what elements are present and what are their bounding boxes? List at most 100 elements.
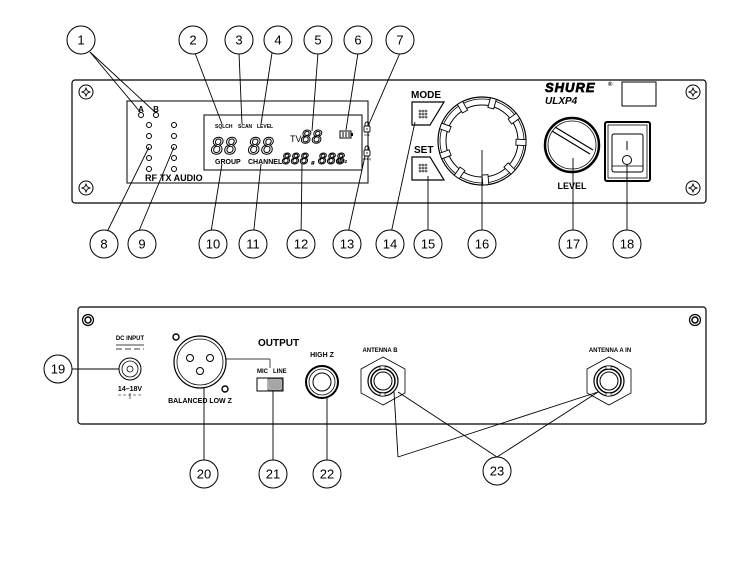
leader-line	[496, 391, 599, 458]
callout-3: 3	[224, 25, 254, 55]
antenna-a-label: A	[138, 105, 144, 114]
svg-text:21: 21	[266, 467, 280, 482]
svg-text:13: 13	[340, 237, 354, 252]
high-z-jack[interactable]	[305, 365, 339, 399]
callout-12: 12	[286, 229, 316, 259]
svg-text:10: 10	[206, 237, 220, 252]
screw-icon	[78, 180, 94, 196]
lcd-window	[203, 114, 363, 171]
callout-1: 1	[66, 25, 96, 55]
svg-text:16: 16	[475, 237, 489, 252]
rf-meter	[146, 122, 152, 172]
callout-23: 23	[482, 456, 512, 486]
svg-text:3: 3	[235, 33, 242, 48]
antenna-a-label: ANTENNA A IN	[589, 348, 631, 354]
callout-10: 10	[198, 229, 228, 259]
callout-13: 13	[332, 229, 362, 259]
svg-text:15: 15	[421, 237, 435, 252]
group-label: GROUP	[215, 159, 241, 166]
level-label: LEVEL	[557, 181, 587, 191]
svg-text:5: 5	[314, 33, 321, 48]
callout-2: 2	[178, 25, 208, 55]
svg-text:6: 6	[354, 33, 361, 48]
callout-18: 18	[612, 229, 642, 259]
antenna-b-led	[153, 112, 159, 118]
tv-label: TV	[290, 134, 302, 144]
svg-text:7: 7	[396, 33, 403, 48]
svg-text:9: 9	[138, 237, 145, 252]
callout-9: 9	[127, 229, 157, 259]
callout-14: 14	[375, 229, 405, 259]
mic-label: MIC	[257, 369, 269, 375]
screw-icon	[685, 84, 701, 100]
screw-icon	[688, 313, 702, 327]
rf-label: RF	[145, 173, 157, 183]
callout-4: 4	[263, 25, 293, 55]
screw-icon	[81, 313, 95, 327]
antenna-a-led	[138, 112, 144, 118]
mode-button[interactable]	[411, 101, 446, 126]
antenna-b-label: B	[153, 105, 159, 114]
latch-icon	[172, 333, 180, 341]
audio-led	[171, 166, 177, 172]
power-switch[interactable]	[604, 121, 651, 182]
svg-text:19: 19	[51, 362, 65, 377]
svg-text:12: 12	[294, 237, 308, 252]
tx-audio-meter	[171, 122, 177, 172]
svg-text:20: 20	[197, 467, 211, 482]
svg-text:11: 11	[246, 237, 260, 252]
callout-5: 5	[303, 25, 333, 55]
balanced-low-z-label: BALANCED LOW Z	[168, 398, 232, 405]
tx-audio-label: TX AUDIO	[160, 173, 203, 183]
svg-text:14: 14	[383, 237, 397, 252]
channel-label: CHANNEL	[248, 159, 283, 166]
audio-led	[171, 155, 177, 161]
screw-icon	[685, 180, 701, 196]
mic-line-switch[interactable]	[256, 377, 284, 392]
svg-text:8: 8	[100, 237, 107, 252]
level-knob[interactable]	[543, 116, 601, 174]
channel-digits: 88	[248, 135, 275, 160]
level-indicator: LEVEL	[257, 124, 273, 130]
leader-line	[397, 391, 498, 458]
high-z-label: HIGH Z	[310, 352, 334, 359]
set-button[interactable]	[411, 156, 446, 181]
front-panel: A B RF TX AUDIO SQLCH SCAN LEVEL 88	[71, 79, 707, 204]
frequency-digits: 888.888	[282, 150, 345, 168]
rf-led	[146, 122, 152, 128]
callout-22: 22	[312, 459, 342, 489]
line-label: LINE	[273, 369, 287, 375]
rear-panel: DC INPUT 14–18V BALANCED LOW Z OUTPUT MI…	[77, 306, 707, 425]
rf-led	[146, 133, 152, 139]
callout-19: 19	[43, 354, 73, 384]
callout-7: 7	[385, 25, 415, 55]
svg-text:2: 2	[189, 33, 196, 48]
label-plate	[621, 81, 657, 107]
output-label: OUTPUT	[258, 338, 299, 349]
dc-input-jack[interactable]	[118, 357, 142, 381]
svg-text:17: 17	[566, 237, 580, 252]
svg-text:1: 1	[77, 33, 84, 48]
svg-text:4: 4	[274, 33, 281, 48]
frequency-lock-label: FREQ	[363, 157, 372, 161]
rf-led	[146, 155, 152, 161]
set-label: SET	[414, 145, 433, 156]
callout-15: 15	[413, 229, 443, 259]
antenna-b-label: ANTENNA B	[362, 348, 398, 354]
svg-text:22: 22	[320, 467, 334, 482]
control-wheel[interactable]	[437, 96, 527, 186]
squelch-indicator: SQLCH	[215, 124, 233, 130]
antenna-a-connector[interactable]	[586, 356, 632, 406]
audio-led	[171, 133, 177, 139]
xlr-output-connector[interactable]	[173, 335, 227, 389]
model-label: ULXP4	[545, 96, 578, 107]
callout-6: 6	[343, 25, 373, 55]
callout-16: 16	[467, 229, 497, 259]
tv-digits: 88	[301, 127, 323, 148]
rf-led	[146, 166, 152, 172]
rear-leader-lines	[72, 368, 599, 460]
registered-mark: ®	[608, 81, 613, 88]
callout-20: 20	[189, 459, 219, 489]
lcd-display: SQLCH SCAN LEVEL 88 88 GROUP CHANNEL TV …	[203, 114, 372, 171]
